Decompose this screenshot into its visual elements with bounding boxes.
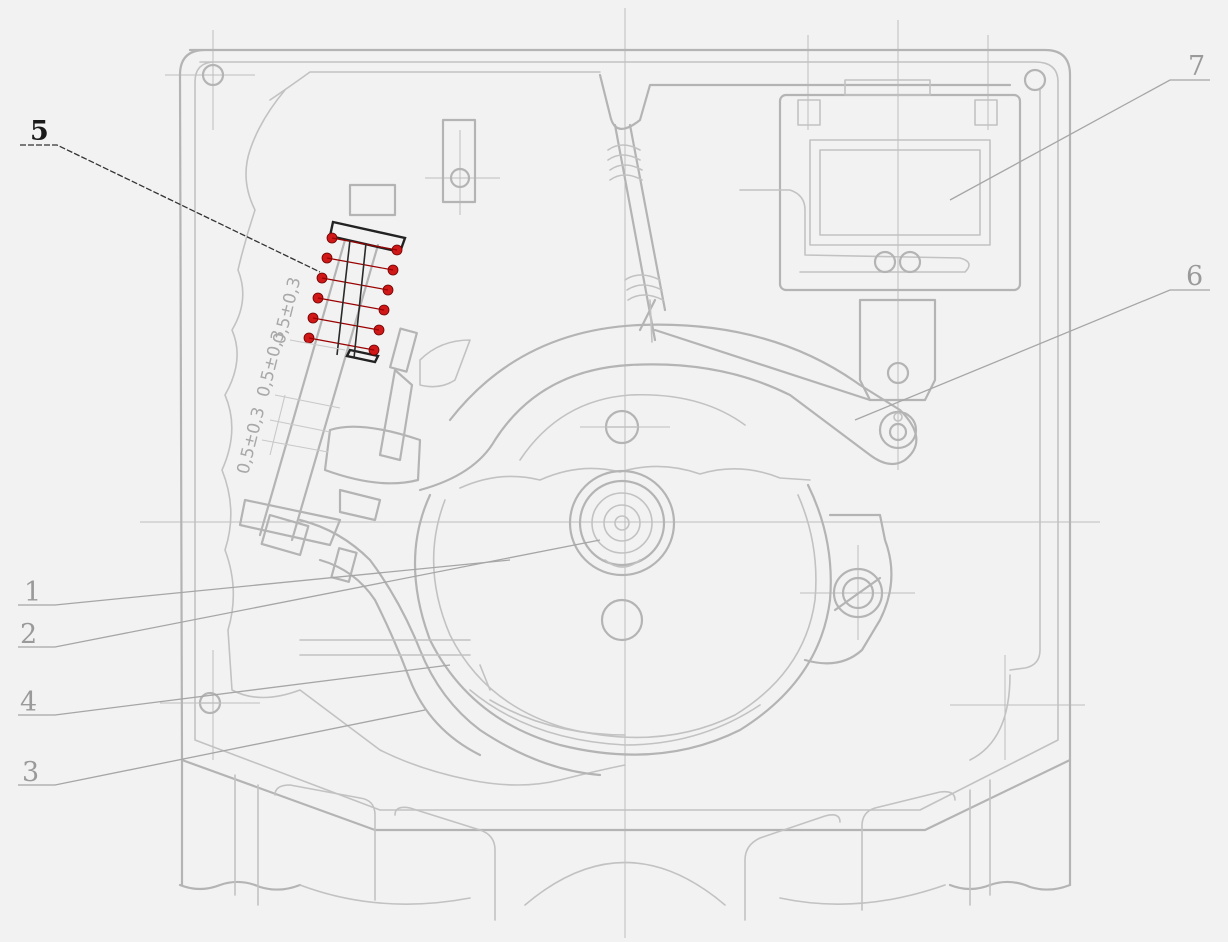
rod-assembly xyxy=(238,183,471,583)
callout-3: 3 xyxy=(22,757,39,788)
callout-5: 5 xyxy=(30,116,49,147)
eccentric-pin xyxy=(803,513,893,665)
sector-arm xyxy=(418,298,937,492)
callout-2: 2 xyxy=(20,619,37,650)
callout-6: 6 xyxy=(1186,261,1203,292)
callout-1: 1 xyxy=(24,577,41,608)
callout-4: 4 xyxy=(20,687,37,718)
small-block xyxy=(441,118,477,204)
corner-screws xyxy=(198,63,225,715)
dimension-lines xyxy=(261,339,346,456)
electromagnet xyxy=(739,68,1047,292)
break-line xyxy=(221,71,1041,786)
slider-track xyxy=(298,518,602,777)
link-spring xyxy=(598,73,1012,343)
housing xyxy=(178,48,1072,921)
dimension-3: 0,5±0,3 xyxy=(269,275,305,346)
highlighted-spring xyxy=(303,220,407,364)
callout-leaders xyxy=(18,79,1210,786)
callout-7: 7 xyxy=(1188,51,1205,82)
spring-coils-left xyxy=(303,232,338,344)
cam-disc xyxy=(413,409,832,756)
